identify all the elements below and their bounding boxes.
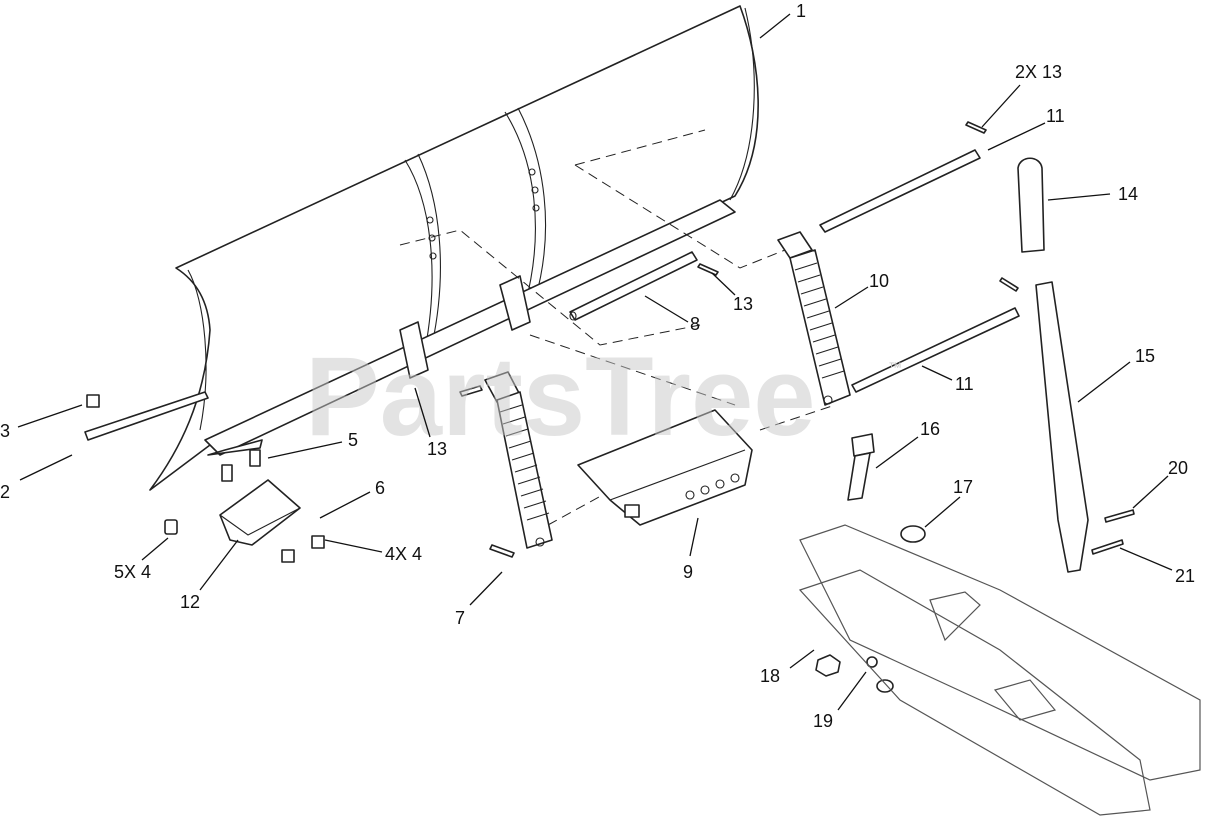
callout-19: 19 (813, 711, 833, 731)
callout-12: 12 (180, 592, 200, 612)
callout-4x4: 4X 4 (385, 544, 422, 564)
small-hardware (86, 121, 1135, 563)
callout-13-lower: 13 (427, 439, 447, 459)
callout-14: 14 (1118, 184, 1138, 204)
callout-11-lower: 11 (955, 374, 974, 394)
callout-16: 16 (920, 419, 940, 439)
spring-10-left (484, 371, 553, 549)
callout-21: 21 (1175, 566, 1195, 586)
tractor-frame-outline (798, 524, 1201, 816)
nut-18 (815, 654, 841, 677)
callout-3: 3 (0, 421, 10, 441)
callout-2x13: 2X 13 (1015, 62, 1062, 82)
callout-7: 7 (455, 608, 465, 628)
cap-17 (900, 525, 926, 543)
callout-11-upper: 11 (1046, 106, 1065, 126)
callout-labels: 1 2X 13 11 14 10 13 8 11 15 3 5 13 16 2 … (0, 1, 1195, 731)
washer-19 (866, 656, 894, 693)
callout-2: 2 (0, 482, 10, 502)
callout-15: 15 (1135, 346, 1155, 366)
skid-shoe-12 (219, 479, 301, 546)
callout-1: 1 (796, 1, 806, 21)
leader-lines (17, 13, 1173, 711)
callout-9: 9 (683, 562, 693, 582)
watermark-text: PartsTree (305, 334, 816, 459)
lift-lever-15 (1035, 281, 1089, 573)
callout-5x4: 5X 4 (114, 562, 151, 582)
callout-5: 5 (348, 430, 358, 450)
rod-11-upper (819, 149, 981, 233)
assembly-guide-lines (399, 129, 836, 526)
callout-10: 10 (869, 271, 889, 291)
callout-13-upper: 13 (733, 294, 753, 314)
callout-17: 17 (953, 477, 973, 497)
pivot-rod-8 (569, 251, 698, 321)
callout-18: 18 (760, 666, 780, 686)
bolt-16 (847, 433, 875, 501)
callout-20: 20 (1168, 458, 1188, 478)
handle-grip-14 (1017, 157, 1045, 253)
plow-blade (84, 5, 759, 491)
pivot-bracket-9 (577, 409, 753, 526)
watermark-trademark: ™ (888, 359, 902, 375)
callout-8: 8 (690, 314, 700, 334)
rod-11-lower (851, 307, 1020, 393)
callout-6: 6 (375, 478, 385, 498)
spring-10-right (777, 231, 851, 406)
